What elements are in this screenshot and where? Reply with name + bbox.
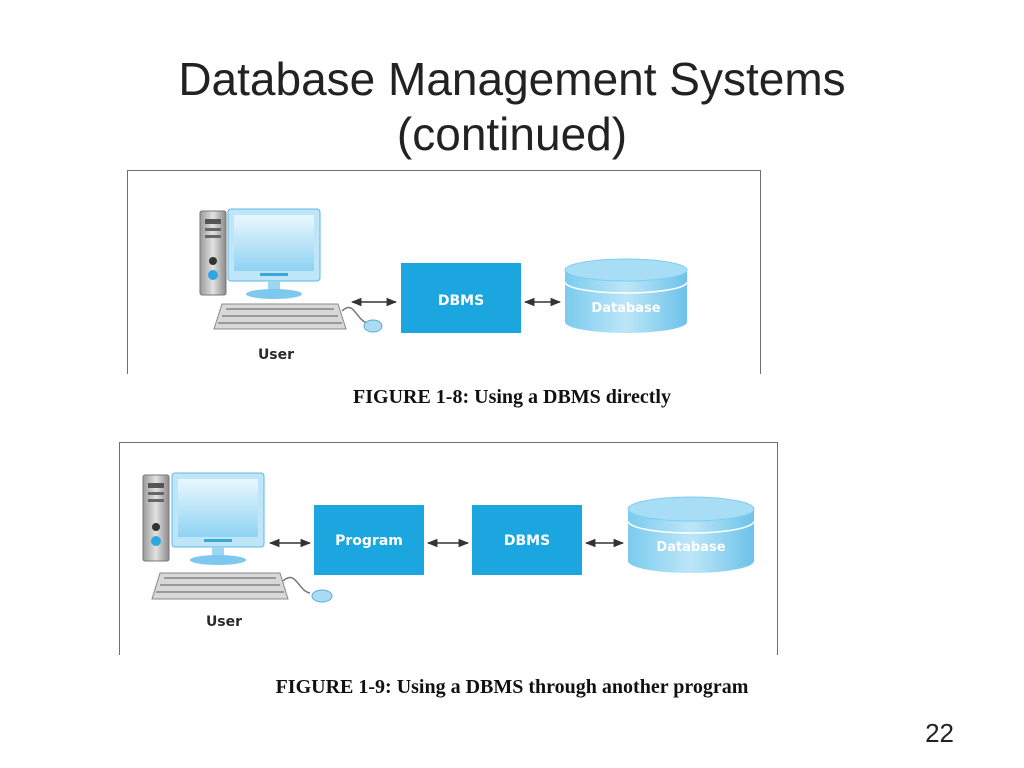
monitor-icon bbox=[171, 472, 265, 565]
program-box-label: Program bbox=[335, 533, 403, 549]
dbms-box: DBMS bbox=[472, 505, 582, 575]
figure-1-9-caption: FIGURE 1-9: Using a DBMS through another… bbox=[275, 676, 749, 698]
figure-1-8-diagram: User DBMS Database bbox=[199, 208, 688, 363]
tower-icon bbox=[199, 210, 227, 296]
database-label: Database bbox=[656, 540, 725, 555]
database-cylinder-icon: Database bbox=[564, 258, 688, 333]
page-number: 22 bbox=[925, 718, 954, 748]
dbms-box-label: DBMS bbox=[438, 293, 484, 309]
dbms-box-label: DBMS bbox=[504, 533, 550, 549]
figure-1-9-diagram: User Program DBMS Database bbox=[142, 472, 755, 630]
figure-1-8: User DBMS Database bbox=[127, 170, 761, 374]
database-label: Database bbox=[591, 301, 660, 316]
slide-title-line1: Database Management Systems bbox=[178, 53, 846, 105]
figure-1-8-caption: FIGURE 1-8: Using a DBMS directly bbox=[353, 386, 671, 408]
keyboard-icon bbox=[213, 303, 347, 330]
monitor-icon bbox=[227, 208, 321, 299]
dbms-box: DBMS bbox=[401, 263, 521, 333]
keyboard-icon bbox=[151, 572, 289, 600]
slide-title: Database Management Systems (continued) bbox=[0, 52, 1024, 162]
tower-icon bbox=[142, 474, 170, 562]
user-label: User bbox=[258, 347, 294, 363]
mouse-icon bbox=[363, 319, 383, 333]
program-box: Program bbox=[314, 505, 424, 575]
computer-icon bbox=[142, 472, 333, 603]
slide-title-line2: (continued) bbox=[396, 108, 628, 160]
computer-icon bbox=[199, 208, 383, 333]
user-label: User bbox=[206, 614, 242, 630]
mouse-icon bbox=[311, 589, 333, 603]
figure-1-9: User Program DBMS Database bbox=[119, 442, 778, 655]
database-cylinder-icon: Database bbox=[627, 496, 755, 573]
